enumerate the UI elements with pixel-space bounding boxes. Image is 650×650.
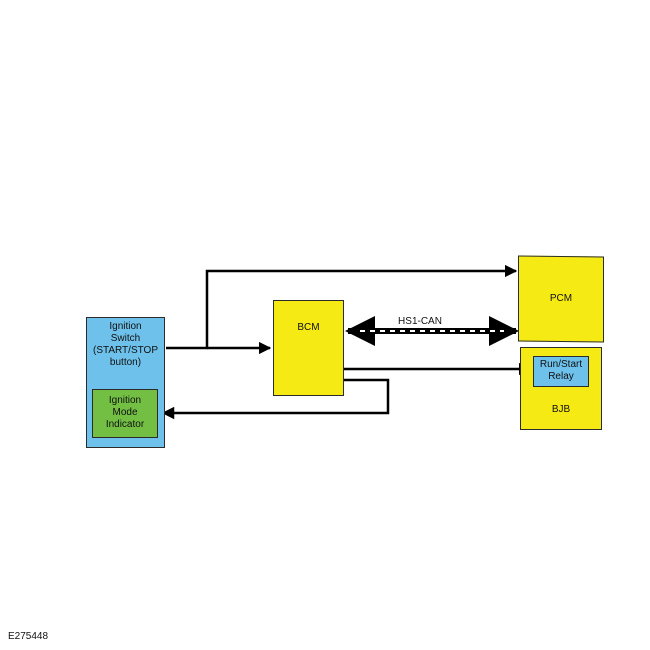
run-start-relay-label: Run/Start Relay [539,359,583,382]
pcm-label: PCM [549,293,573,304]
bjb-label: BJB [551,404,571,415]
hs1-can-label: HS1-CAN [398,316,442,327]
figure-id: E275448 [8,631,49,642]
switch-to-pcm-arrow [166,264,518,350]
bcm-to-indicator-arrow [161,378,390,420]
run-start-relay-box [533,356,589,387]
bcm-box [273,300,344,396]
ignition-switch-label: Ignition Switch (START/STOP button) [92,321,158,368]
bcm-label: BCM [297,322,320,333]
ignition-mode-indicator-box [92,389,158,438]
ignition-mode-indicator-label: Ignition Mode Indicator [105,395,145,430]
